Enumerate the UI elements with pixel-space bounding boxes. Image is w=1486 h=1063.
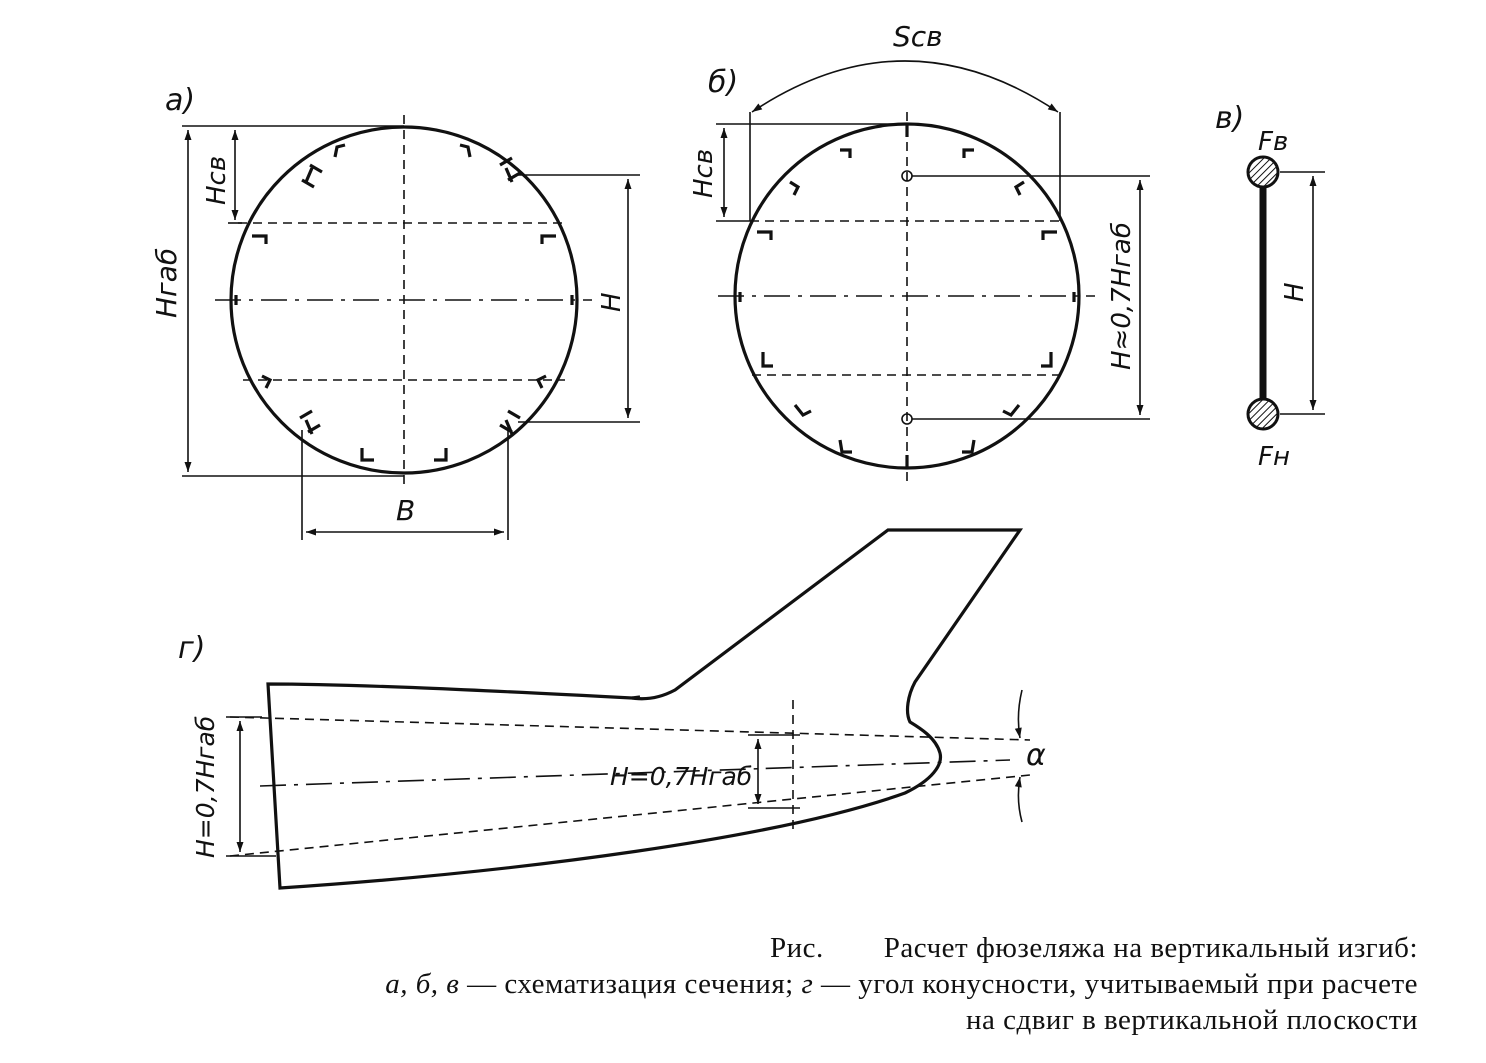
caption-line-2: а, б, в — схематизация сечения; г — угол…	[385, 966, 1418, 1002]
panel-g-mid-h-label: H=0,7Hгаб	[610, 762, 752, 791]
panel-v-h-label: H	[1280, 282, 1310, 302]
panel-g-alpha-label: α	[1026, 738, 1046, 773]
panel-a-hgab-dimension	[182, 125, 404, 477]
panel-v-f-top-label: Fв	[1258, 127, 1288, 157]
panel-g-fuselage-outline	[266, 528, 1024, 890]
panel-g-fin-root	[631, 695, 641, 700]
panel-b-hsv-dimension	[716, 123, 907, 222]
panel-g-alpha-dimension	[1014, 689, 1023, 823]
panel-b-h-dimension	[912, 175, 1150, 420]
panel-a-hsv-label: Hсв	[202, 156, 232, 205]
caption-prefix: Рис.	[770, 932, 824, 964]
panel-a-hgab-label: Hгаб	[150, 248, 183, 318]
panel-v-h-dimension	[1280, 171, 1325, 415]
panel-v-bottom-flange	[1246, 397, 1280, 431]
caption-line-1: Рис. Расчет фюзеляжа на вертикальный изги…	[385, 930, 1418, 966]
caption-cone-text: — угол конусности, учитываемый при расче…	[821, 968, 1418, 1000]
caption-line-3: на сдвиг в вертикальной плоскости	[965, 1004, 1418, 1036]
panel-b-hsv-label: Hсв	[689, 149, 719, 198]
caption-letters-abv: а, б, в	[385, 968, 460, 1000]
panel-a-hsv-dimension	[228, 130, 242, 224]
panel-b-ssv-dimension	[749, 60, 1061, 221]
panel-v-tag: в)	[1215, 101, 1244, 136]
panel-a-tag: а)	[165, 83, 195, 118]
panel-a-h-dimension	[518, 174, 640, 423]
panel-a-b-dimension	[301, 430, 509, 540]
caption-title: Расчет фюзеляжа на вертикальный изгиб:	[883, 932, 1418, 964]
panel-g-axis-line	[259, 759, 1011, 787]
panel-b-stringers	[738, 125, 1076, 467]
panel-v-top-flange	[1246, 155, 1280, 189]
panel-b: б) Sсв	[689, 20, 1150, 485]
figure-caption: Рис. Расчет фюзеляжа на вертикальный изги…	[385, 930, 1418, 1038]
panel-v-f-bottom-label: Fн	[1258, 442, 1290, 472]
panel-a: а) Hгаб	[150, 83, 640, 540]
panel-g-left-h-label: H=0,7Hгаб	[191, 716, 220, 858]
caption-letter-g: г	[801, 968, 814, 1000]
panel-a-h-label: H	[597, 292, 627, 312]
panel-g-mid-h-dimension	[748, 734, 800, 809]
panel-b-tag: б)	[708, 65, 738, 100]
panel-b-ssv-label: Sсв	[893, 20, 943, 53]
caption-section-text: — схематизация сечения;	[467, 968, 794, 1000]
panel-g-left-h-dimension	[226, 716, 276, 857]
panel-v: в) Fв Fн H	[1215, 101, 1325, 472]
panel-g: г) H=0,7Hгаб H=0,7Hгаб α	[178, 528, 1046, 890]
panel-a-b-label: B	[396, 494, 415, 527]
panel-b-h-label: H≈0,7Hгаб	[1107, 222, 1137, 370]
panel-g-tag: г)	[178, 631, 205, 666]
panel-g-upper-cone-line	[229, 716, 1031, 741]
panel-a-stringers	[234, 143, 574, 462]
